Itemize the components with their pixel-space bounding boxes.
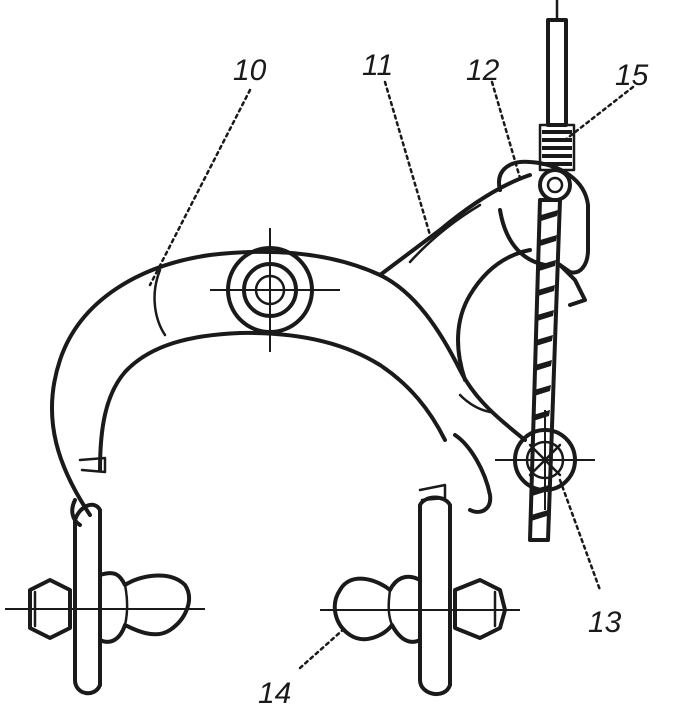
label-15: 15 [615, 59, 649, 92]
leader-12 [490, 80, 522, 180]
leader-14 [298, 626, 347, 670]
label-10: 10 [233, 54, 267, 87]
leader-lines [148, 80, 635, 670]
leader-10 [148, 88, 252, 287]
label-14: 14 [258, 677, 291, 710]
leader-11 [383, 80, 432, 237]
brake-arm-11 [378, 173, 532, 414]
center-bolt [210, 228, 340, 352]
label-12: 12 [466, 54, 500, 87]
adjuster-rod [528, 198, 562, 542]
label-11: 11 [362, 49, 393, 82]
label-13: 13 [588, 606, 622, 639]
left-shoe-assembly [5, 502, 205, 696]
leader-15 [563, 85, 635, 142]
brake-arch-10 [49, 249, 527, 527]
leader-13 [558, 478, 602, 592]
pivot-nut-13 [495, 410, 595, 510]
right-shoe-assembly-14 [320, 433, 520, 696]
